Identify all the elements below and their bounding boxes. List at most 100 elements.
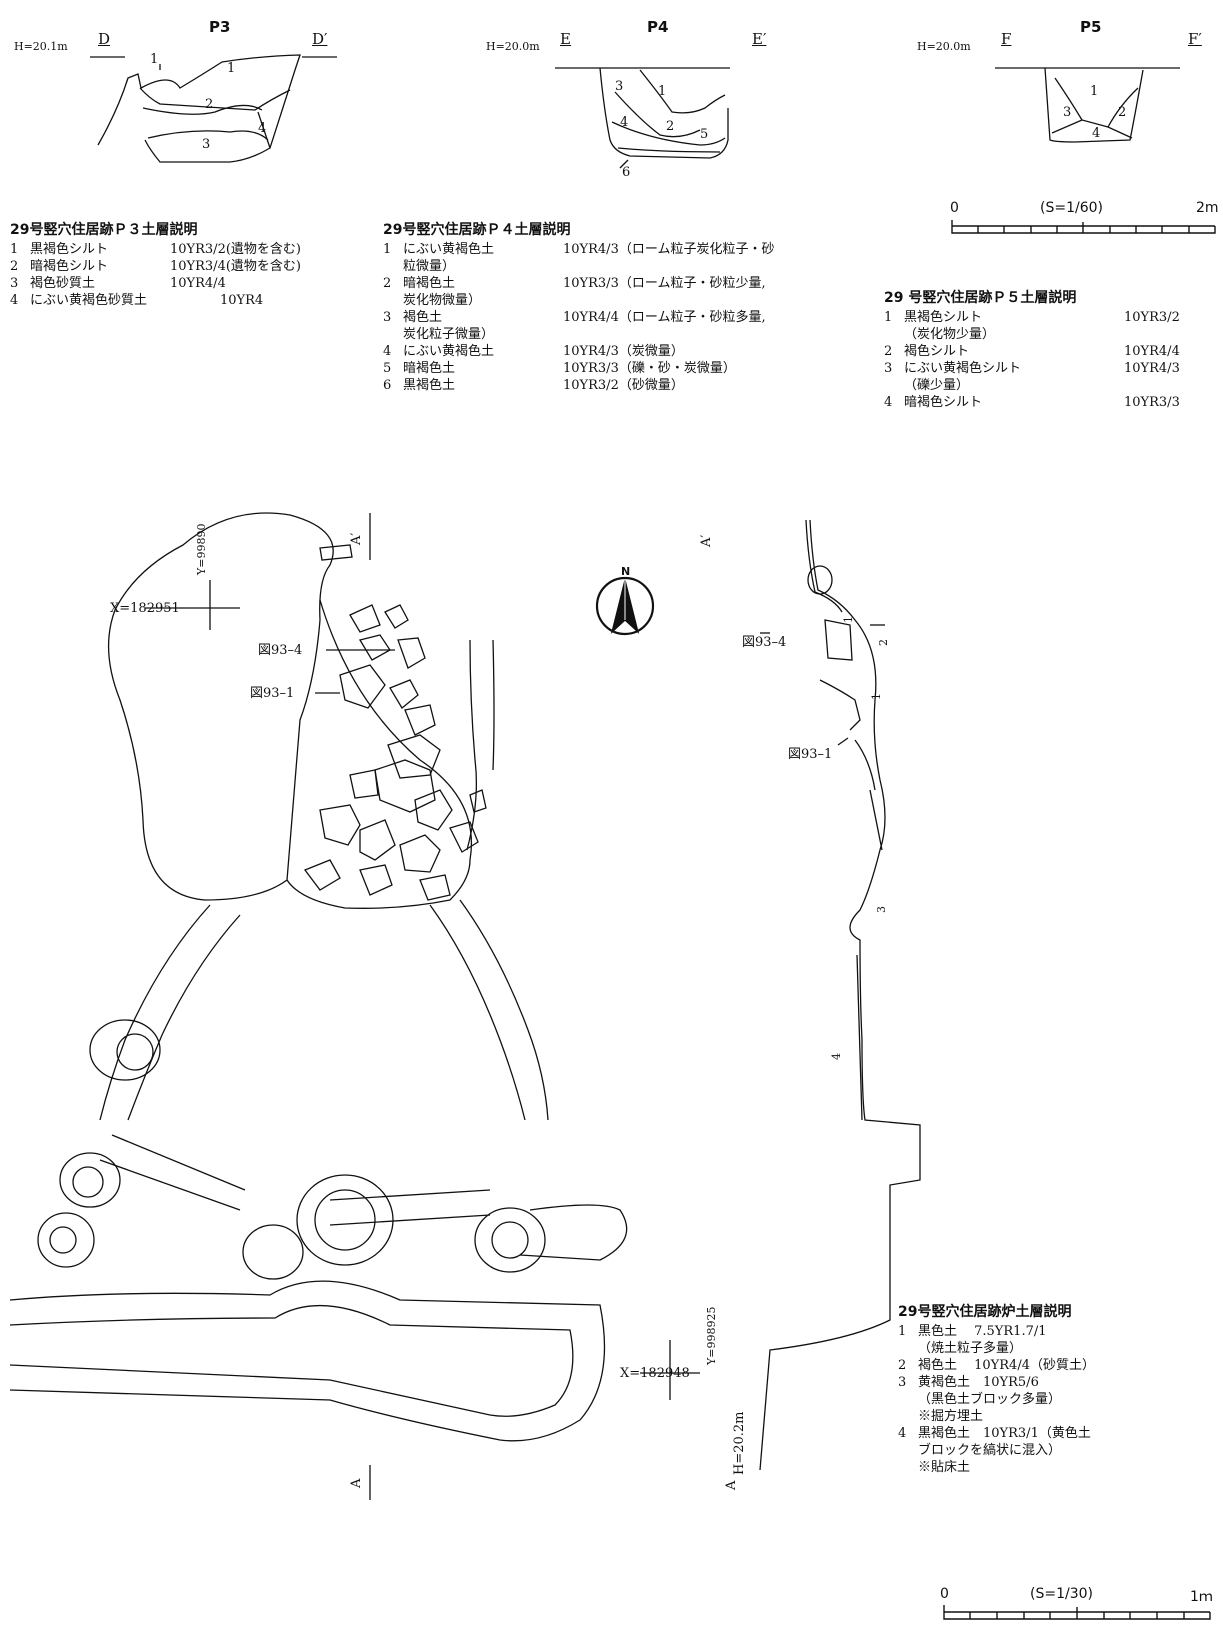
row-no: 1: [383, 242, 392, 257]
scale-small-end: 2m: [1196, 200, 1219, 216]
p3-layer-1b: 1: [227, 61, 235, 76]
p4-section-profile: [555, 67, 730, 169]
row-note: （炭微量）: [618, 344, 684, 359]
p5-height-label: H=20.0m: [917, 40, 971, 53]
row-name: 黒褐色シルト: [904, 310, 983, 325]
row-no: 3: [383, 310, 392, 325]
row-sub: （礫少量）: [904, 378, 970, 393]
row-name: 暗褐色土: [403, 276, 456, 291]
row-name: 褐色砂質土: [30, 276, 96, 291]
profile-a: A: [724, 1480, 739, 1491]
p3-layer-2: 2: [205, 97, 213, 112]
legend-row: 4 黒褐色土 10YR3/1（黄色土: [898, 1425, 1095, 1442]
legend-row: 3 褐色砂質土 10YR4/4: [10, 275, 301, 292]
row-note: （砂微量）: [618, 378, 684, 393]
profile-layer-1a: 1: [842, 616, 855, 623]
legend-row: 1 黒褐色シルト 10YR3/2: [884, 309, 1180, 326]
p5-layer-4: 4: [1092, 126, 1100, 141]
profile-a-prime: A′: [699, 535, 714, 548]
plan-x-top: X=182951: [110, 601, 180, 616]
row-code: 10YR3/2: [563, 378, 619, 393]
post-pit: [296, 1174, 394, 1266]
p3-layer-4: 4: [258, 121, 266, 136]
row-sub: （焼土粒子多量）: [918, 1341, 1023, 1356]
plan-x-bottom: X=182948: [620, 1366, 690, 1381]
row-name: にぶい黄褐色シルト: [904, 361, 1022, 376]
row-text: 褐色土 10YR4/4（砂質土）: [918, 1358, 1095, 1373]
plan-y-bottom: Y=998925: [705, 1307, 718, 1366]
p4-layer-2: 2: [666, 119, 674, 134]
row-text: 黒褐色土 10YR3/1（黄色土: [918, 1426, 1091, 1441]
hearth-plan-drawing: X=182951 Y=99890 図93–4 図93–1 X=182948 Y=…: [9, 512, 921, 1500]
row-no: 3: [884, 361, 893, 376]
profile-layer-2: 2: [877, 639, 890, 646]
row-code: 10YR4/3: [563, 242, 619, 257]
profile-layer-3: 3: [875, 906, 888, 913]
p4-layer-5: 5: [700, 127, 708, 142]
north-arrow-icon: [595, 576, 655, 636]
row-no: 1: [884, 310, 893, 325]
row-no: 2: [383, 276, 392, 291]
row-no: 3: [10, 276, 19, 291]
profile-height: H=20.2m: [732, 1411, 747, 1475]
row-no: 3: [898, 1375, 907, 1390]
row-note: (遺物を含む): [225, 242, 301, 257]
row-code: 10YR4/3: [1124, 361, 1180, 376]
p5-right-end: F′: [1188, 30, 1202, 48]
scale-small-bar: [951, 220, 1216, 234]
scale-large-ratio: (S=1/30): [1030, 1586, 1093, 1602]
p3-layer-1a: 1: [150, 52, 158, 67]
scale-small-zero: 0: [950, 200, 959, 216]
profile-fig4-label: 図93–4: [742, 635, 786, 650]
row-name: にぶい黄褐色土: [403, 344, 495, 359]
p4-layer-6: 6: [622, 165, 630, 180]
row-code: 10YR3/3: [563, 276, 619, 291]
row-code: 10YR4/4: [170, 276, 226, 291]
p5-layer-3: 3: [1063, 105, 1071, 120]
p4-layer-3: 3: [615, 79, 623, 94]
hearth-outline: [107, 512, 334, 901]
row-code: 10YR3/3: [1124, 395, 1180, 410]
p5-left-end: F: [1001, 30, 1012, 48]
post-pit: [242, 1224, 304, 1280]
row-sub: （炭化物少量）: [904, 327, 996, 342]
plan-y-top: Y=99890: [195, 524, 208, 576]
row-name: 黒褐色シルト: [30, 242, 109, 257]
p5-title: P5: [1080, 18, 1102, 36]
post-pit: [116, 1033, 154, 1071]
row-code: 10YR3/3: [563, 361, 619, 376]
row-no: 4: [898, 1426, 907, 1441]
p5-layer-2: 2: [1118, 105, 1126, 120]
row-sub: ※貼床土: [918, 1460, 971, 1475]
row-code: 10YR3/4: [170, 259, 226, 274]
row-note: （ローム粒子炭化粒子・砂: [618, 242, 775, 257]
plan-section-a: A: [349, 1478, 364, 1489]
row-no: 2: [884, 344, 893, 359]
row-code: 10YR3/2: [1124, 310, 1180, 325]
row-cont: 炭化物微量）: [403, 293, 482, 308]
row-code: 10YR3/2: [170, 242, 226, 257]
legend-hearth-title: 29号竪穴住居跡炉土層説明: [898, 1304, 1072, 1320]
profile-fig1-label: 図93–1: [788, 747, 832, 762]
p4-height-label: H=20.0m: [486, 40, 540, 53]
row-cont: 粒微量）: [403, 259, 456, 274]
row-no: 4: [10, 293, 19, 308]
row-no: 4: [884, 395, 893, 410]
p5-section-profile: [995, 67, 1180, 143]
post-pit: [491, 1221, 529, 1259]
row-code: 10YR4/3: [563, 344, 619, 359]
north-label: N: [621, 565, 630, 578]
